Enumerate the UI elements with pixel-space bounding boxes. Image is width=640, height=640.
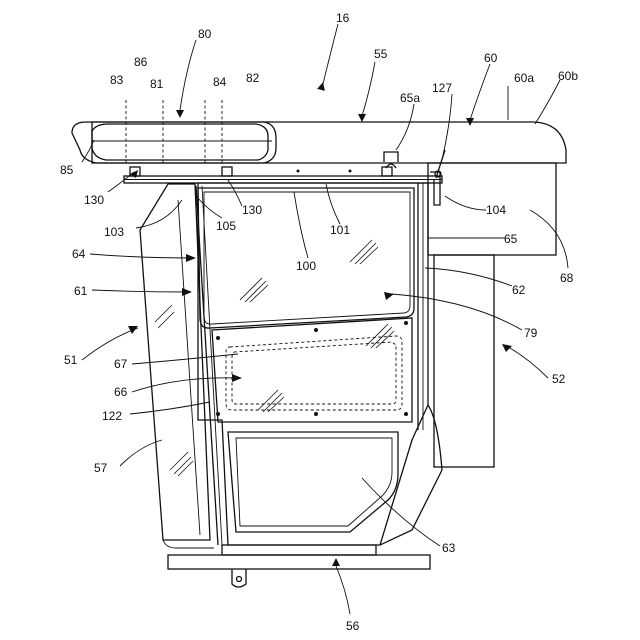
label-65: 65	[504, 232, 518, 246]
label-55: 55	[374, 47, 388, 61]
label-60b: 60b	[558, 69, 578, 83]
label-82: 82	[246, 71, 260, 85]
label-16: 16	[336, 11, 350, 25]
roof-top-unit	[72, 100, 276, 163]
label-84: 84	[213, 75, 227, 89]
label-105: 105	[216, 219, 236, 233]
label-63: 63	[442, 541, 456, 555]
label-86: 86	[134, 55, 148, 69]
step	[168, 545, 430, 587]
label-51: 51	[64, 353, 78, 367]
label-103: 103	[104, 225, 124, 239]
bracket-65a	[384, 152, 398, 168]
label-62: 62	[512, 283, 526, 297]
leader-lines	[82, 24, 568, 614]
label-130a: 130	[84, 193, 104, 207]
label-60a: 60a	[514, 71, 534, 85]
middle-panel	[212, 318, 412, 422]
label-122: 122	[102, 409, 122, 423]
label-68: 68	[560, 271, 574, 285]
roof-rail	[124, 167, 442, 183]
front-post	[140, 184, 214, 548]
glass-hatching	[155, 240, 394, 476]
label-130b: 130	[242, 203, 262, 217]
label-104: 104	[486, 203, 506, 217]
label-52: 52	[552, 372, 566, 386]
label-61: 61	[74, 284, 88, 298]
label-79: 79	[524, 326, 538, 340]
label-83: 83	[110, 73, 124, 87]
label-56: 56	[346, 619, 360, 633]
label-127: 127	[432, 81, 452, 95]
label-66: 66	[114, 385, 128, 399]
label-65a: 65a	[400, 91, 420, 105]
rear-lower-box	[434, 255, 494, 467]
door-frame	[196, 183, 428, 545]
label-81: 81	[150, 77, 164, 91]
label-80: 80	[198, 27, 212, 41]
label-100: 100	[296, 259, 316, 273]
label-85: 85	[60, 163, 74, 177]
label-101: 101	[330, 223, 350, 237]
label-64: 64	[72, 247, 86, 261]
label-60: 60	[484, 51, 498, 65]
label-57: 57	[94, 461, 108, 475]
label-67: 67	[114, 357, 128, 371]
